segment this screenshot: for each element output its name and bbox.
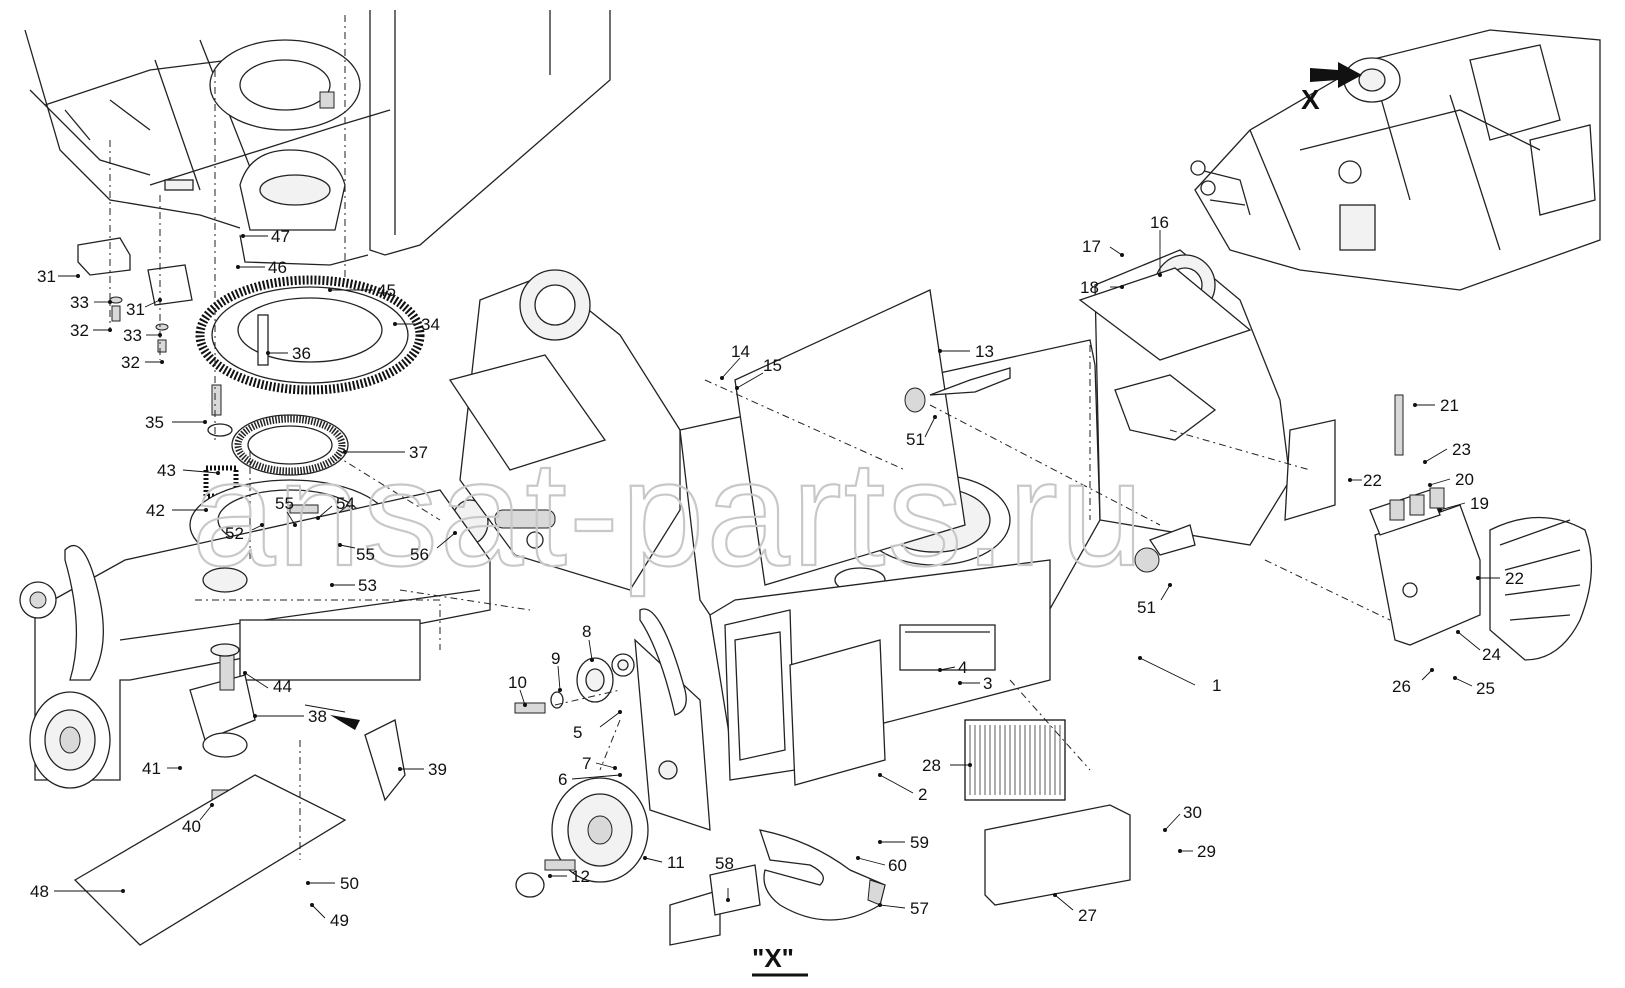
- callout-37: 37: [409, 443, 428, 462]
- callout-38: 38: [308, 707, 327, 726]
- callout-14: 14: [731, 342, 750, 361]
- callout-20: 20: [1455, 470, 1474, 489]
- callout-56: 56: [410, 545, 429, 564]
- rear-bracket: [1369, 394, 1593, 661]
- brackets-31: [77, 237, 222, 416]
- callout-39: 39: [428, 760, 447, 779]
- callout-31a: 31: [37, 267, 56, 286]
- callout-16: 16: [1150, 213, 1169, 232]
- callout-34: 34: [421, 315, 440, 334]
- callout-27: 27: [1078, 906, 1097, 925]
- callout-28: 28: [922, 756, 941, 775]
- callout-51a: 51: [906, 430, 925, 449]
- callout-21: 21: [1440, 396, 1459, 415]
- callout-2: 2: [918, 785, 927, 804]
- watermark: ansat-parts.ru: [192, 429, 1145, 597]
- callout-22a: 22: [1363, 471, 1382, 490]
- callout-12: 12: [571, 867, 590, 886]
- callout-8: 8: [582, 622, 591, 641]
- callout-13: 13: [975, 342, 994, 361]
- callout-48: 48: [30, 882, 49, 901]
- roller-wheel: [514, 657, 649, 898]
- callout-32a: 32: [70, 321, 89, 340]
- callout-44: 44: [273, 677, 292, 696]
- callout-60: 60: [888, 856, 907, 875]
- callout-5: 5: [573, 723, 582, 742]
- view-marker-x: X: [1301, 84, 1320, 115]
- callout-42: 42: [146, 501, 165, 520]
- callout-11: 11: [667, 853, 685, 872]
- slewing-ring: [195, 275, 425, 476]
- callout-30: 30: [1183, 803, 1202, 822]
- side-cover: [789, 639, 886, 786]
- callout-41: 41: [142, 759, 161, 778]
- callout-55b: 55: [356, 545, 375, 564]
- callout-4: 4: [958, 658, 967, 677]
- callout-46: 46: [268, 258, 287, 277]
- detail-view-label: "X": [752, 943, 794, 973]
- callout-32b: 32: [121, 353, 140, 372]
- assembly-lines: [109, 15, 1391, 860]
- callout-3: 3: [983, 674, 992, 693]
- callout-25: 25: [1476, 679, 1495, 698]
- callout-58: 58: [715, 854, 734, 873]
- callout-40: 40: [182, 817, 201, 836]
- callout-59: 59: [910, 833, 929, 852]
- callout-33a: 33: [70, 293, 89, 312]
- callout-55a: 55: [275, 494, 294, 513]
- cover-plate: [734, 289, 966, 586]
- callout-6: 6: [558, 770, 567, 789]
- callout-36: 36: [292, 344, 311, 363]
- detail-x-parts: [669, 829, 886, 946]
- callout-7: 7: [582, 754, 591, 773]
- callout-17: 17: [1082, 237, 1101, 256]
- callout-49: 49: [330, 911, 349, 930]
- callout-53: 53: [358, 576, 377, 595]
- callout-43: 43: [157, 461, 176, 480]
- callout-19: 19: [1470, 494, 1489, 513]
- callout-57: 57: [910, 899, 929, 918]
- top-cover: [1078, 267, 1252, 361]
- callout-23: 23: [1452, 440, 1471, 459]
- filter: [964, 719, 1066, 801]
- callout-51b: 51: [1137, 598, 1156, 617]
- callout-33b: 33: [123, 326, 142, 345]
- callout-26: 26: [1392, 677, 1411, 696]
- callout-29: 29: [1197, 842, 1216, 861]
- inset-view: [1190, 29, 1601, 291]
- callouts: 1 2 3 4 5 6 7 8 9 10 11 12 13 14 15 16 1: [30, 213, 1524, 930]
- callout-15: 15: [763, 356, 782, 375]
- callout-47: 47: [271, 227, 290, 246]
- cab-housing: [24, 10, 611, 266]
- callout-50: 50: [340, 874, 359, 893]
- callout-52: 52: [225, 524, 244, 543]
- callout-31b: 31: [126, 300, 145, 319]
- callout-54: 54: [336, 494, 355, 513]
- callout-22b: 22: [1505, 569, 1524, 588]
- upright-bracket: [611, 608, 711, 831]
- left-chassis: [19, 489, 491, 946]
- callout-18: 18: [1080, 278, 1099, 297]
- callout-35: 35: [145, 413, 164, 432]
- callout-1: 1: [1212, 676, 1221, 695]
- callout-45: 45: [377, 281, 396, 300]
- callout-10: 10: [508, 673, 527, 692]
- callout-9: 9: [551, 649, 560, 668]
- callout-24: 24: [1482, 645, 1501, 664]
- filter-cover: [984, 804, 1131, 906]
- knobs: [904, 367, 1196, 573]
